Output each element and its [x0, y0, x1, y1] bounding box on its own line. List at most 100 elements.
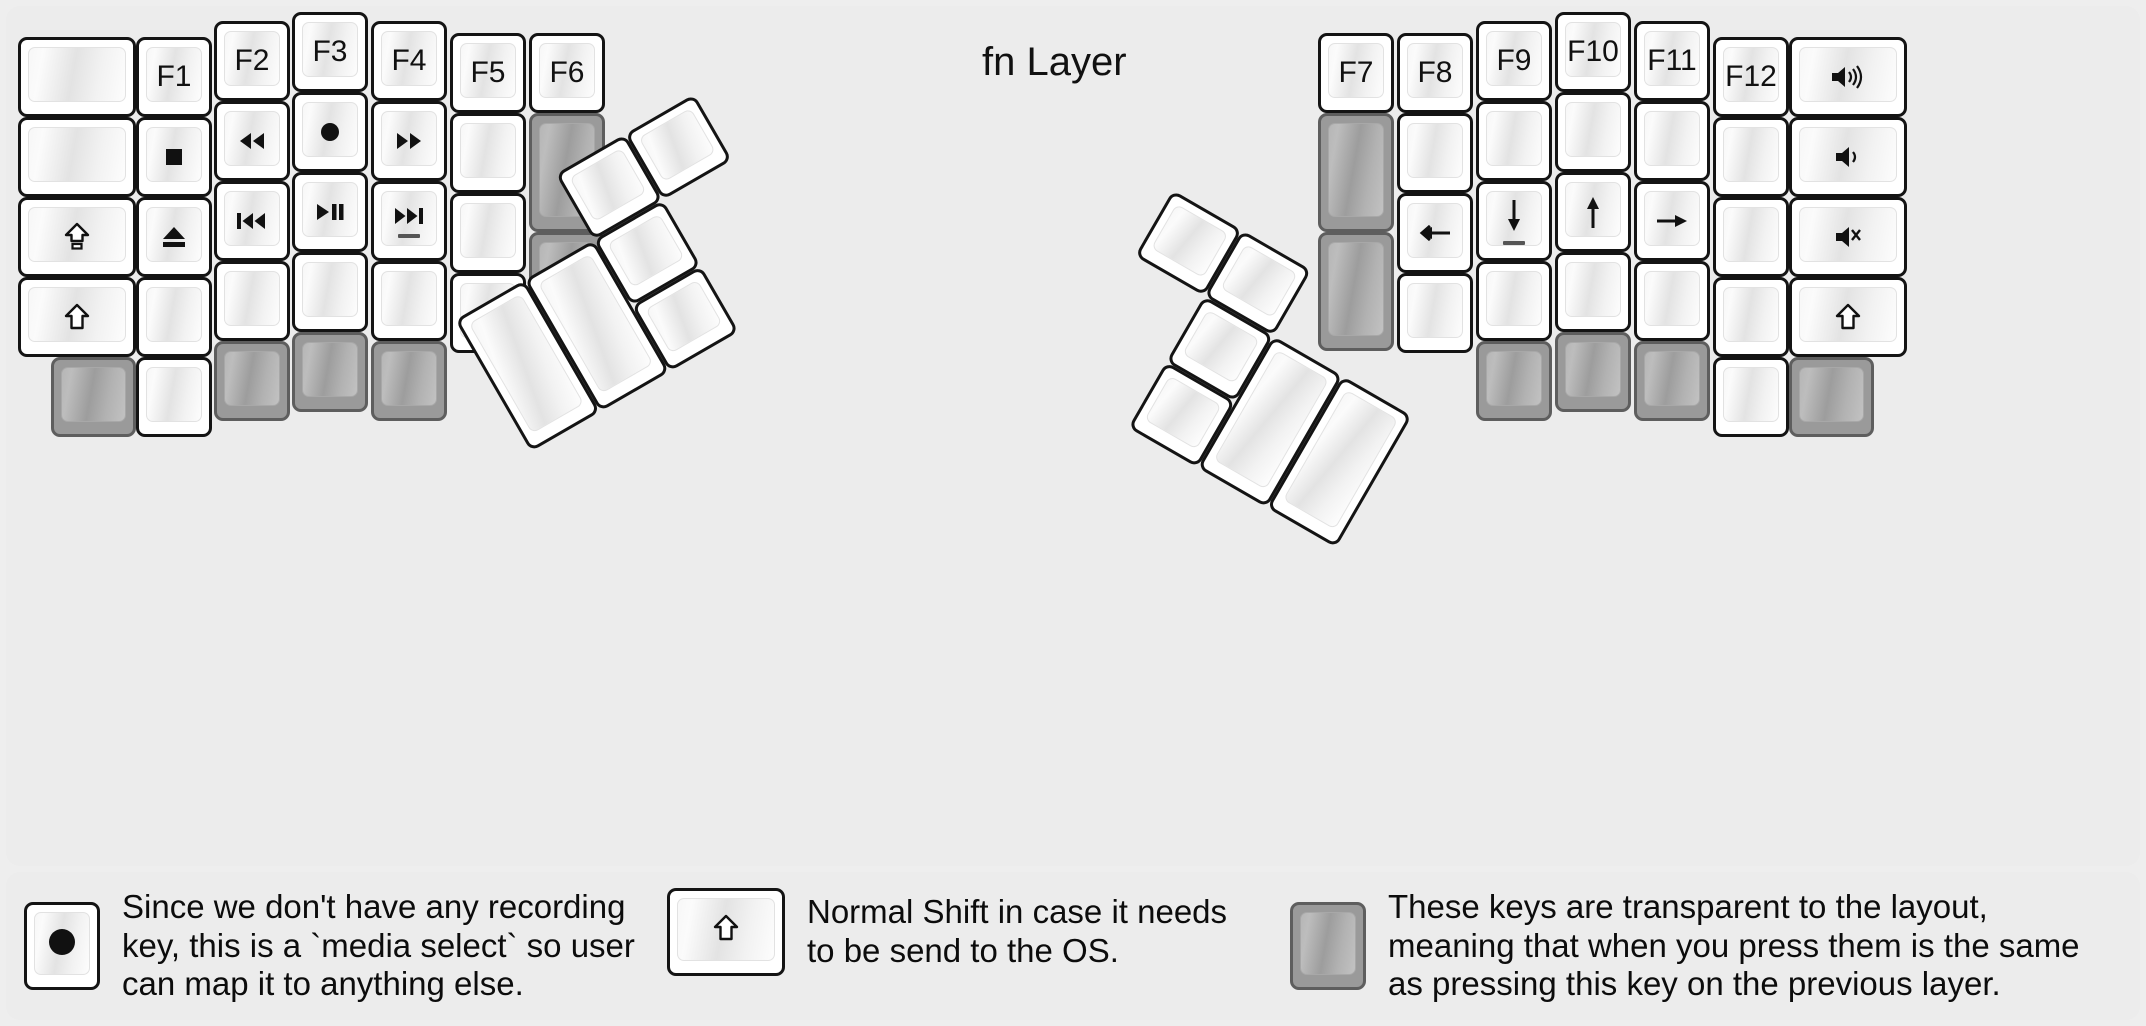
shift-arrow-icon	[713, 914, 739, 950]
key-volume-down[interactable]	[1789, 117, 1907, 197]
keycap-face	[1723, 127, 1779, 182]
key-media-prev-track[interactable]	[214, 181, 290, 261]
key-f6[interactable]: F6	[529, 33, 605, 113]
key-transparent-l2-r4[interactable]	[214, 341, 290, 421]
key-transparent-r2-r4[interactable]	[1476, 341, 1552, 421]
key-blank-r3-r3[interactable]	[1555, 252, 1631, 332]
key-f3[interactable]: F3	[292, 12, 368, 92]
keycap-face	[1220, 243, 1298, 319]
key-media-rewind[interactable]	[214, 101, 290, 181]
key-blank-l5-r2[interactable]	[450, 193, 526, 273]
key-blank-l1-r4[interactable]	[136, 357, 212, 437]
key-arrow-up[interactable]	[1555, 172, 1631, 252]
key-f1[interactable]: F1	[136, 37, 212, 117]
record-dot-icon	[49, 928, 75, 963]
keycap-face	[224, 191, 280, 246]
keycap-face	[1407, 283, 1463, 338]
key-arrow-right[interactable]	[1634, 181, 1710, 261]
keycap-face	[1723, 207, 1779, 262]
keycap-face	[1182, 309, 1260, 384]
key-transparent-r3-r4[interactable]	[1555, 332, 1631, 412]
keycap-face	[224, 111, 280, 166]
key-media-stop[interactable]	[136, 117, 212, 197]
key-blank-r5-r1[interactable]	[1713, 117, 1789, 197]
key-blank-r2-r1[interactable]	[1476, 101, 1552, 181]
keycap-face	[1644, 271, 1700, 326]
key-blank-r5-r2[interactable]	[1713, 197, 1789, 277]
keycap-face	[28, 127, 126, 182]
keycap-face	[224, 271, 280, 326]
shift-arrow-glyph	[713, 914, 739, 941]
page-title: fn Layer	[982, 40, 1127, 84]
key-f12[interactable]: F12	[1713, 37, 1789, 117]
key-blank-r5-r3[interactable]	[1713, 277, 1789, 357]
key-blank-r2-r3[interactable]	[1476, 261, 1552, 341]
key-f4[interactable]: F4	[371, 21, 447, 101]
key-volume-up[interactable]	[1789, 37, 1907, 117]
keycap-face	[1486, 31, 1542, 86]
keycap-face	[607, 213, 685, 288]
key-transparent-r4-r4[interactable]	[1634, 341, 1710, 421]
key-f11[interactable]: F11	[1634, 21, 1710, 101]
key-media-fast-forward[interactable]	[371, 101, 447, 181]
key-blank-l2-r3[interactable]	[214, 261, 290, 341]
keycap-face	[1407, 123, 1463, 178]
key-f8[interactable]: F8	[1397, 33, 1473, 113]
key-f9[interactable]: F9	[1476, 21, 1552, 101]
keycap-face	[1723, 47, 1779, 102]
key-transparent-r0-r2[interactable]	[1318, 232, 1394, 351]
keycap-face	[1407, 43, 1463, 98]
keycap-face	[1799, 207, 1897, 262]
key-blank-l3-r3[interactable]	[292, 252, 368, 332]
keycap-face	[146, 207, 202, 262]
key-volume-mute[interactable]	[1789, 197, 1907, 277]
key-f10[interactable]: F10	[1555, 12, 1631, 92]
keycap-face	[569, 147, 647, 223]
keycap-face	[539, 43, 595, 98]
keycap-face	[1486, 111, 1542, 166]
legend-record: Since we don't have any recording key, t…	[24, 888, 635, 1004]
key-f2[interactable]: F2	[214, 21, 290, 101]
keycap-face	[1486, 351, 1542, 406]
keycap-face	[1799, 367, 1864, 422]
key-blank-r1-r3[interactable]	[1397, 273, 1473, 353]
key-shift-right[interactable]	[1789, 277, 1907, 357]
key-transparent-r0-r1[interactable]	[1318, 113, 1394, 232]
key-media-eject[interactable]	[136, 197, 212, 277]
key-media-next-track[interactable]	[371, 181, 447, 261]
key-blank-l4-r3[interactable]	[371, 261, 447, 341]
key-blank-r3-r1[interactable]	[1555, 92, 1631, 172]
key-blank-l5-r1[interactable]	[450, 113, 526, 193]
keycap-face	[1723, 367, 1779, 422]
key-shift-left[interactable]	[18, 277, 136, 357]
key-media-play-pause[interactable]	[292, 172, 368, 252]
keycap-face	[460, 203, 516, 258]
legend-shift: Normal Shift in case it needs to be send…	[667, 888, 1227, 976]
keycap-face	[1565, 22, 1621, 77]
key-capslock[interactable]	[18, 197, 136, 277]
keycap-face	[1565, 182, 1621, 237]
key-blank-r4-r3[interactable]	[1634, 261, 1710, 341]
key-transparent-l4-r4[interactable]	[371, 341, 447, 421]
key-blank-l1-r3[interactable]	[136, 277, 212, 357]
key-arrow-left[interactable]	[1397, 193, 1473, 273]
key-transparent-l0-r4[interactable]	[51, 357, 136, 437]
keycap-face	[1151, 203, 1229, 279]
key-media-record[interactable]	[292, 92, 368, 172]
key-f5[interactable]: F5	[450, 33, 526, 113]
key-transparent-l3-r4[interactable]	[292, 332, 368, 412]
keycap-face	[61, 367, 126, 422]
key-blank-r1-r1[interactable]	[1397, 113, 1473, 193]
key-transparent-r6-r4[interactable]	[1789, 357, 1874, 437]
key-blank-l0-r0[interactable]	[18, 37, 136, 117]
key-blank-r5-r4[interactable]	[1713, 357, 1789, 437]
key-blank-r4-r1[interactable]	[1634, 101, 1710, 181]
keycap-face	[1644, 111, 1700, 166]
keycap-face	[1565, 102, 1621, 157]
key-arrow-down[interactable]	[1476, 181, 1552, 261]
keycap-face	[1328, 123, 1384, 217]
keycap-face	[1407, 203, 1463, 258]
key-f7[interactable]: F7	[1318, 33, 1394, 113]
key-blank-l0-r1[interactable]	[18, 117, 136, 197]
